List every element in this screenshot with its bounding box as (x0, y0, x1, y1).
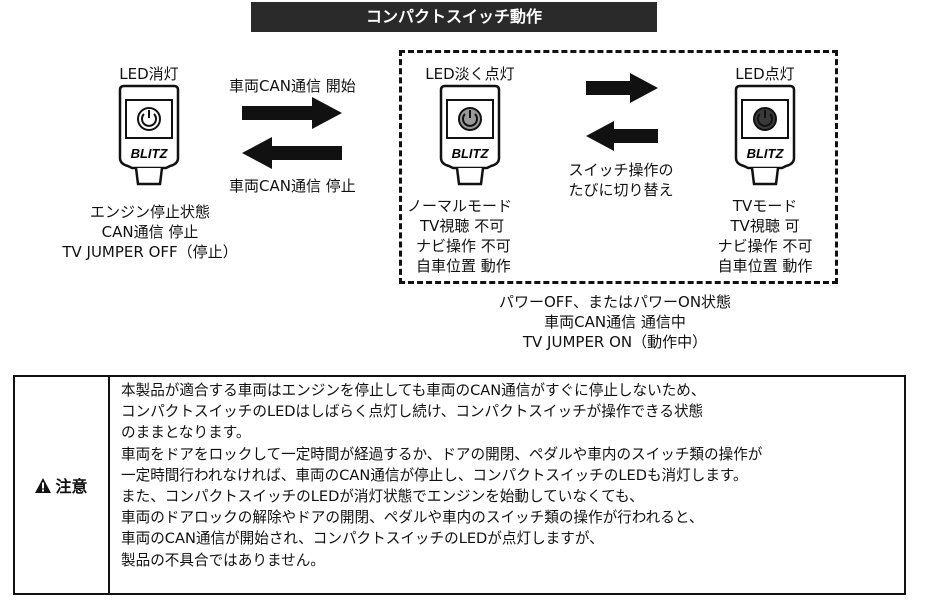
switch-device-on: BLITZ (734, 84, 796, 186)
caution-line: 本製品が適合する車両はエンジンを停止しても車両のCAN通信がすぐに停止しないため… (121, 382, 706, 399)
normal-mode-1: ノーマルモード (407, 197, 513, 215)
can-stop-label: 車両CAN通信 停止 (229, 177, 356, 195)
caution-text: 本製品が適合する車両はエンジンを停止しても車両のCAN通信がすぐに停止しないため… (121, 380, 901, 571)
caution-header: 注意 (15, 377, 110, 593)
brand-logo: BLITZ (452, 146, 490, 161)
caution-line: のままとなります。 (121, 424, 251, 442)
caution-line: 一定時間行われなければ、車両のCAN通信が停止し、コンパクトスイッチのLEDも消… (121, 466, 748, 484)
caution-line: 車両をドアをロックして一定時間が経過するか、ドアの開閉、ペダルや車内のスイッチ類… (121, 445, 763, 463)
on-state-box (399, 50, 838, 284)
caution-line: コンパクトスイッチのLEDはしばらく点灯し続け、コンパクトスイッチが操作できる状… (121, 403, 704, 421)
toggle-right-arrow-icon (586, 73, 658, 103)
caution-line: また、コンパクトスイッチのLEDが消灯状態でエンジンを始動していなくても、 (121, 488, 644, 506)
off-desc-1: エンジン停止状態 (89, 203, 210, 221)
page-title: コンパクトスイッチ動作 (251, 2, 657, 32)
caution-box: 注意 本製品が適合する車両はエンジンを停止しても車両のCAN通信がすぐに停止しな… (13, 375, 906, 595)
tv-mode-4: 自車位置 動作 (717, 257, 813, 275)
brand-logo: BLITZ (131, 146, 169, 161)
tv-mode-1: TVモード (732, 197, 798, 215)
toggle-label-2: たびに切り替え (568, 181, 674, 199)
toggle-left-arrow-icon (586, 121, 658, 151)
left-arrow-icon (242, 137, 342, 169)
toggle-label-1: スイッチ操作の (568, 161, 674, 179)
normal-mode-2: TV視聴 不可 (420, 217, 505, 235)
off-desc-2: CAN通信 停止 (101, 223, 199, 241)
led-dim-label: LED淡く点灯 (425, 65, 515, 83)
switch-device-dim: BLITZ (439, 84, 501, 186)
warning-icon (35, 477, 52, 493)
tv-mode-2: TV視聴 可 (730, 217, 800, 235)
normal-mode-3: ナビ操作 不可 (416, 237, 511, 255)
led-off-label: LED消灯 (119, 65, 179, 83)
caution-line: 車両のCAN通信が開始され、コンパクトスイッチのLEDが点灯しますが、 (121, 530, 604, 548)
caution-label: 注意 (55, 477, 88, 496)
right-arrow-icon (242, 97, 342, 129)
off-desc-3: TV JUMPER OFF（停止） (62, 243, 238, 261)
switch-device-off: BLITZ (118, 84, 180, 186)
led-on-label: LED点灯 (735, 65, 795, 83)
tv-mode-3: ナビ操作 不可 (717, 237, 813, 255)
caution-line: 車両のドアロックの解除やドアの開閉、ペダルや車内のスイッチ類の操作が行われると、 (121, 509, 704, 527)
can-start-label: 車両CAN通信 開始 (229, 77, 356, 95)
normal-mode-4: 自車位置 動作 (416, 257, 511, 275)
on-desc-3: TV JUMPER ON（動作中） (522, 333, 708, 351)
on-desc-1: パワーOFF、またはパワーON状態 (498, 293, 732, 311)
on-desc-2: 車両CAN通信 通信中 (544, 313, 686, 331)
caution-line: 製品の不具合ではありません。 (121, 551, 325, 569)
brand-logo: BLITZ (747, 146, 785, 161)
